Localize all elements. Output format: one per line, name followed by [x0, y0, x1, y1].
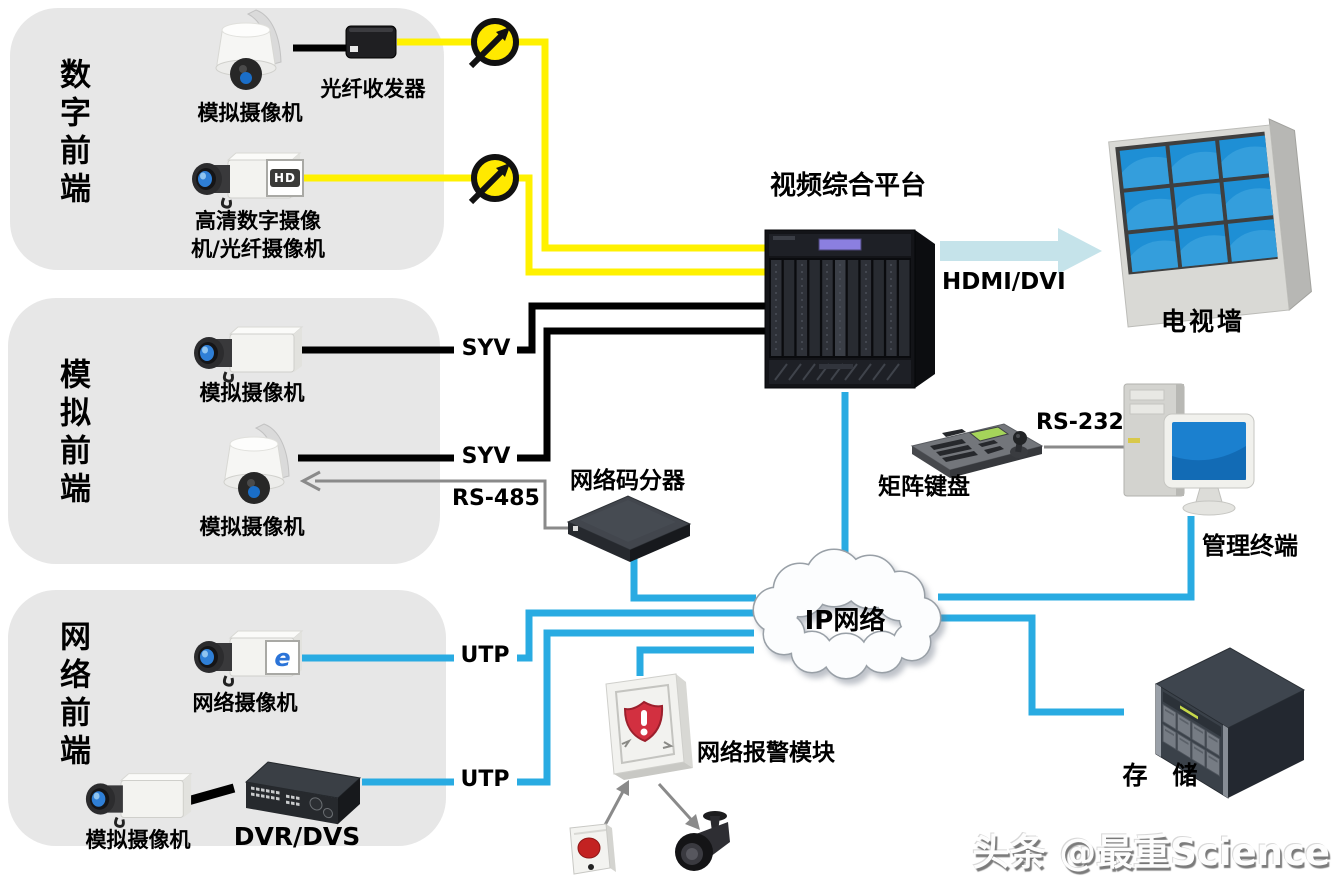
- alarm-module-icon: [605, 673, 693, 780]
- label-matrix-keyboard: 矩阵键盘: [878, 474, 970, 500]
- alarm-button-icon: [569, 823, 616, 875]
- net-utp1-b: [517, 609, 756, 662]
- ie-badge-label: e: [274, 643, 291, 672]
- box-camera-icon: [85, 773, 193, 828]
- ie-badge: e: [265, 640, 300, 675]
- group-label-analog: 模拟前端: [54, 358, 90, 510]
- storage-icon: [1154, 647, 1306, 799]
- siren-icon: [675, 811, 730, 871]
- fiber-connector-icon: [468, 18, 519, 69]
- panic-button: [577, 837, 601, 859]
- terminal-icon: [1123, 383, 1255, 516]
- net-cloud-to-terminal: [938, 516, 1195, 601]
- label-network-camera: 网络摄像机: [192, 691, 298, 715]
- label-terminal: 管理终端: [1202, 532, 1298, 560]
- code-splitter-icon: [566, 495, 692, 562]
- fiber-line-1: [397, 38, 766, 252]
- label-alarm-module: 网络报警模块: [697, 740, 835, 766]
- label-box-camera-1: 模拟摄像机: [199, 381, 305, 405]
- label-rs232: RS-232: [1036, 410, 1124, 435]
- matrix-keyboard-icon: [910, 423, 1044, 478]
- label-box-camera-2: 模拟摄像机: [85, 828, 191, 852]
- net-cloud-to-storage: [936, 614, 1124, 716]
- dvr-icon: [244, 761, 362, 825]
- dome-camera-icon: [223, 423, 290, 504]
- hdmi-arrow-icon: [940, 228, 1102, 274]
- ip-cloud-icon: [752, 548, 942, 680]
- label-tv-wall: 电视墙: [1160, 307, 1245, 336]
- hd-badge: HD: [266, 159, 304, 197]
- label-dome-camera-2: 模拟摄像机: [199, 515, 305, 539]
- alarm-arrowhead-1: [616, 780, 629, 796]
- hd-badge-label: HD: [269, 169, 300, 187]
- box-camera-icon: [194, 326, 304, 383]
- label-utp-1: UTP: [460, 643, 510, 668]
- fiber-connector-icon: [468, 154, 519, 205]
- coax-syv1-b: [517, 302, 766, 354]
- label-hd-camera-line2: 机/光纤摄像机: [191, 237, 325, 261]
- group-label-network: 网络前端: [54, 620, 90, 772]
- dome-camera-icon: [215, 9, 282, 90]
- fiber-transceiver-icon: [345, 25, 397, 59]
- label-video-platform: 视频综合平台: [769, 171, 926, 201]
- label-utp-2: UTP: [460, 767, 510, 792]
- group-label-digital: 数字前端: [54, 58, 90, 210]
- label-dome-camera-1: 模拟摄像机: [197, 101, 303, 125]
- label-syv-2: SYV: [461, 444, 511, 469]
- label-hdmi-dvi: HDMI/DVI: [942, 269, 1066, 295]
- label-ip-cloud: IP网络: [804, 606, 886, 636]
- label-rs485: RS-485: [452, 486, 540, 511]
- coax-syv2-b: [517, 327, 766, 462]
- label-fiber-transceiver: 光纤收发器: [320, 77, 426, 101]
- video-platform-icon: [764, 229, 935, 389]
- watermark: 头条 @最重Science: [972, 831, 1330, 874]
- label-hd-camera-line1: 高清数字摄像: [195, 209, 321, 233]
- label-dvr: DVR/DVS: [233, 822, 361, 851]
- label-syv-1: SYV: [461, 336, 511, 361]
- label-code-splitter: 网络码分器: [570, 468, 685, 494]
- tv-wall-icon: [1108, 118, 1312, 328]
- label-storage: 存 储: [1122, 761, 1198, 790]
